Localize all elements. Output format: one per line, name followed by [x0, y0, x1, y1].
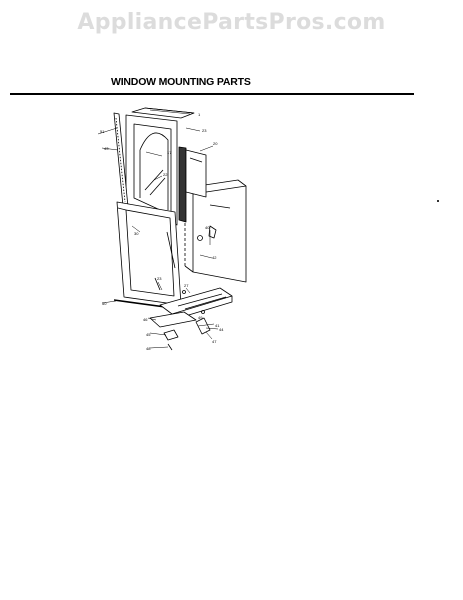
callout-42: 42: [212, 255, 217, 260]
callout-45: 45: [146, 332, 151, 337]
right-seal-strip: [178, 146, 187, 223]
edge-mark: [437, 200, 439, 202]
callout-20: 20: [213, 141, 218, 146]
callout-48: 48: [146, 346, 151, 351]
callout-46: 46: [143, 317, 148, 322]
callout-labels: 1 17 20 22 23 23 27 30 40 41 42 43 44 45…: [100, 112, 224, 351]
callout-43: 43: [104, 146, 109, 151]
title-rule: [10, 93, 414, 95]
callout-41: 41: [215, 323, 220, 328]
callout-51: 51: [100, 129, 105, 134]
callout-40: 40: [205, 225, 210, 230]
callout-23-lower: 23: [157, 276, 162, 281]
callout-1: 1: [198, 112, 201, 117]
callout-30: 30: [134, 231, 139, 236]
callout-50: 50: [102, 301, 107, 306]
callout-49: 49: [198, 315, 203, 320]
callout-23: 23: [202, 128, 207, 133]
side-guide: [185, 149, 217, 241]
callout-17: 17: [167, 150, 172, 155]
mounting-brackets: [163, 290, 211, 351]
callout-47: 47: [212, 339, 217, 344]
section-title: WINDOW MOUNTING PARTS: [111, 76, 251, 88]
watermark: AppliancePartsPros.com: [77, 10, 386, 35]
callout-27: 27: [184, 283, 189, 288]
window-frame-top: [125, 107, 195, 226]
window-frame-bottom: [113, 201, 182, 310]
callout-44: 44: [219, 327, 224, 332]
leader-lines: [97, 109, 219, 349]
callout-22: 22: [163, 172, 168, 177]
